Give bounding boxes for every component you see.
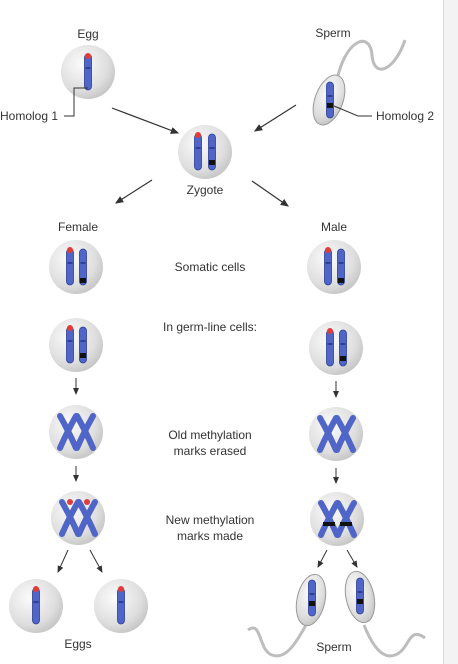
- egg-right: [94, 579, 148, 633]
- arrow-egg-to-zygote: [111, 107, 180, 134]
- arrow-sperm-to-zygote: [253, 104, 297, 132]
- homolog2-pointer: [333, 105, 372, 117]
- sperm-left: [247, 573, 327, 658]
- sperm-right: [344, 570, 426, 658]
- male-erased-cell: [309, 407, 363, 461]
- sperm-cell-top: [312, 39, 407, 126]
- female-somatic-cell: [49, 240, 103, 294]
- zygote-cell: [178, 125, 232, 179]
- arrow-female-to-egg-right: [89, 549, 103, 573]
- homolog2-label: Homolog 2: [376, 109, 435, 123]
- diagram-canvas: [9, 39, 426, 658]
- sperm-top-label: Sperm: [315, 26, 351, 40]
- female-new-marks-cell: [51, 491, 105, 545]
- new-marks-label-line2: marks made: [176, 529, 244, 543]
- egg-cell: [61, 45, 115, 99]
- male-new-marks-cell: [310, 492, 364, 546]
- male-label: Male: [320, 220, 348, 234]
- erased-label-line1: Old methylation: [168, 428, 252, 442]
- germline-label: In germ-line cells:: [162, 320, 258, 334]
- arrow-male-to-sperm-left: [317, 549, 328, 568]
- male-somatic-cell: [307, 240, 361, 294]
- right-scrollbar[interactable]: [443, 0, 458, 664]
- arrow-female-to-egg-left: [57, 549, 69, 573]
- homolog1-label: Homolog 1: [0, 109, 59, 123]
- female-label: Female: [57, 220, 99, 234]
- eggs-label: Eggs: [64, 637, 92, 651]
- female-germline-cell: [49, 318, 103, 372]
- arrow-zygote-to-female: [114, 179, 153, 204]
- female-erased-cell: [49, 405, 103, 459]
- erased-label-line2: marks erased: [173, 444, 247, 458]
- egg-left: [9, 579, 63, 633]
- sperm-bottom-label: Sperm: [316, 640, 352, 654]
- arrow-zygote-to-male: [251, 180, 289, 207]
- male-germline-cell: [309, 321, 363, 375]
- new-marks-label-line1: New methylation: [165, 513, 255, 527]
- egg-label: Egg: [77, 27, 99, 41]
- zygote-label: Zygote: [186, 183, 224, 197]
- homolog1-pointer: [64, 87, 88, 117]
- somatic-cells-label: Somatic cells: [174, 260, 246, 274]
- arrow-male-to-sperm-right: [346, 549, 358, 568]
